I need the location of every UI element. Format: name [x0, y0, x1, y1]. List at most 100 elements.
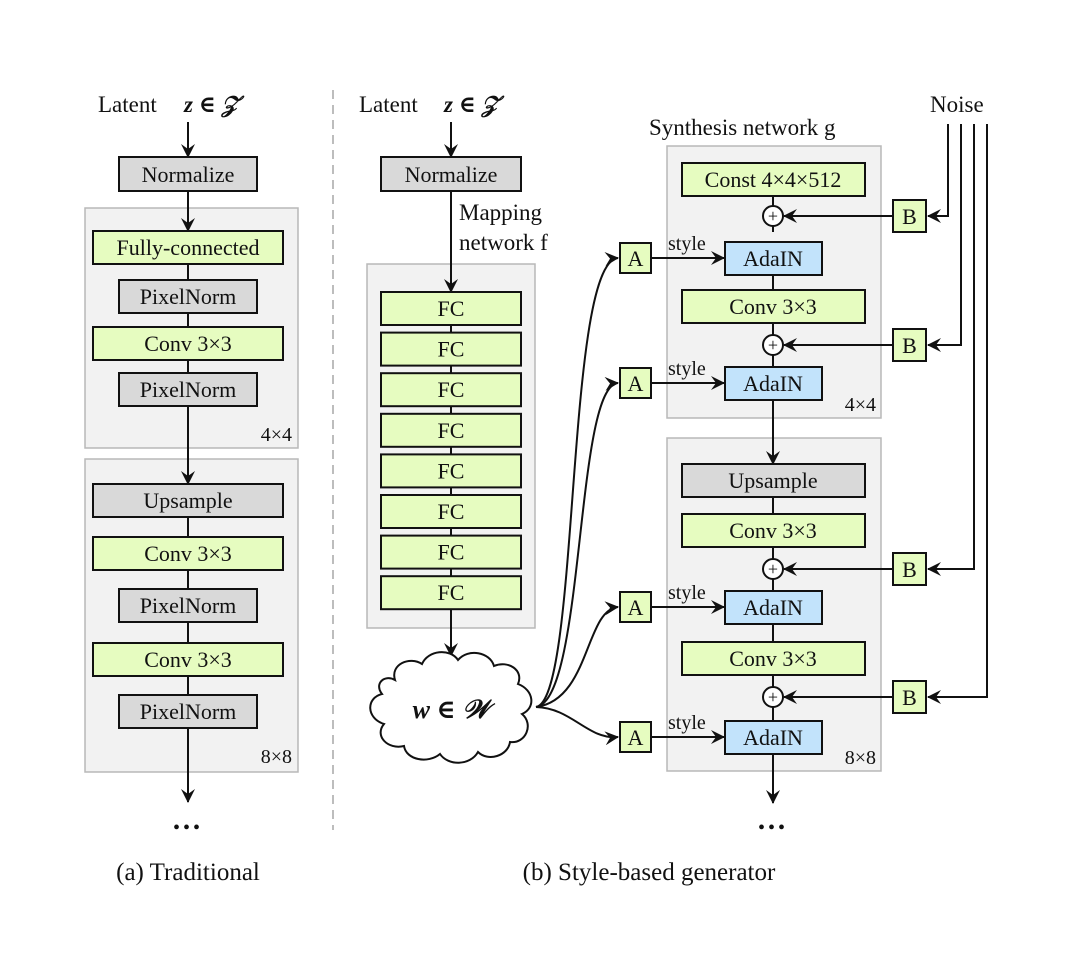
conv-label: Conv 3×3: [729, 294, 817, 319]
style-path-2: [535, 377, 619, 708]
fc-block-label: FC: [438, 296, 465, 321]
trad-block-conv: [92, 326, 284, 361]
noise-add-node: +: [762, 205, 784, 227]
noise-b-label: B: [902, 685, 917, 710]
adain-block: [724, 590, 823, 625]
fc-block-label: FC: [438, 418, 465, 443]
fc-block-label: FC: [438, 337, 465, 362]
noise-label: Noise: [930, 92, 984, 117]
trad-block-pixelnorm: [118, 279, 258, 314]
synthesis-resolution-4x4: 4×4: [845, 394, 876, 416]
trad-block-conv: [92, 642, 284, 677]
synthesis-network-label: Synthesis network g: [649, 115, 836, 140]
upsample-block: [681, 463, 866, 498]
trad-block-conv: [92, 536, 284, 571]
noise-b-box: [892, 328, 927, 362]
trad-block-label: Upsample: [143, 488, 232, 513]
trad-block-label: PixelNorm: [140, 377, 237, 402]
fc-block-label: FC: [438, 499, 465, 524]
noise-broadcasts: B B B B: [783, 124, 988, 714]
trad-block-label: PixelNorm: [140, 284, 237, 309]
w-latent-cloud: [369, 651, 533, 764]
trad-block-label: Fully-connected: [117, 235, 260, 260]
fc-stack: FC FC FC FC FC FC FC FC: [380, 291, 522, 611]
fc-block: [380, 534, 522, 570]
traditional-panel: Latent z ∈ 𝒵 Normalize Fully-connected P…: [84, 92, 299, 886]
fc-block-label: FC: [438, 580, 465, 605]
conv-block: [681, 289, 866, 324]
svg-text:+: +: [768, 206, 778, 226]
trad-latent-math: z ∈ 𝒵: [183, 92, 244, 118]
fc-block-label: FC: [438, 377, 465, 402]
affine-a-label: A: [628, 595, 644, 620]
svg-text:+: +: [768, 559, 778, 579]
conv-label: Conv 3×3: [729, 646, 817, 671]
upsample-label: Upsample: [728, 468, 817, 493]
adain-label: AdaIN: [743, 371, 803, 396]
conv-label: Conv 3×3: [729, 518, 817, 543]
noise-b-label: B: [902, 557, 917, 582]
mapping-network-label-line2: network f: [459, 230, 548, 255]
affine-a-box: [619, 367, 652, 399]
synthesis-resolution-8x8: 8×8: [845, 747, 876, 769]
svg-text:+: +: [768, 335, 778, 355]
trad-latent-label: Latent: [98, 92, 157, 117]
style-latent-label: Latent: [359, 92, 418, 117]
trad-block-label: PixelNorm: [140, 593, 237, 618]
adain-block: [724, 241, 823, 276]
style-latent-math: z ∈ 𝒵: [443, 92, 504, 118]
fc-block-label: FC: [438, 458, 465, 483]
noise-b-box: [892, 199, 927, 233]
fc-block: [380, 453, 522, 489]
fc-block: [380, 412, 522, 448]
noise-b-label: B: [902, 204, 917, 229]
trad-block-fully-connected: [92, 230, 284, 265]
caption-style-based: (b) Style-based generator: [523, 859, 776, 886]
affine-a-label: A: [628, 246, 644, 271]
noise-line: [927, 124, 962, 352]
trad-ellipsis: •••: [173, 817, 203, 839]
affine-a-label: A: [628, 371, 644, 396]
noise-line: [927, 124, 975, 576]
fc-block: [380, 291, 522, 326]
affine-a-box: [619, 591, 652, 623]
style-ellipsis: •••: [758, 817, 788, 839]
noise-add-node: +: [762, 334, 784, 356]
adain-label: AdaIN: [743, 595, 803, 620]
adain-block: [724, 366, 823, 401]
trad-block-upsample: [92, 483, 284, 518]
trad-block-label: Conv 3×3: [144, 541, 232, 566]
fc-block-label: FC: [438, 540, 465, 565]
noise-line: [927, 124, 949, 223]
noise-add-node: +: [762, 558, 784, 580]
trad-resolution-8x8: 8×8: [261, 746, 292, 768]
style-label: style: [668, 233, 706, 255]
style-path-3: [535, 601, 619, 708]
mapping-network-label-line1: Mapping: [459, 200, 543, 225]
trad-block-label: Conv 3×3: [144, 647, 232, 672]
conv-block: [681, 641, 866, 676]
style-label: style: [668, 358, 706, 380]
style-path-4: [535, 706, 619, 746]
trad-resolution-4x4: 4×4: [261, 424, 292, 446]
noise-line: [927, 124, 988, 704]
fc-block: [380, 331, 522, 367]
affine-a-label: A: [628, 725, 644, 750]
caption-traditional: (a) Traditional: [116, 859, 260, 886]
trad-block-pixelnorm: [118, 694, 258, 729]
adain-block: [724, 720, 823, 755]
noise-add-node: +: [762, 686, 784, 708]
trad-block-pixelnorm: [118, 588, 258, 623]
const-input-label: Const 4×4×512: [705, 167, 842, 192]
noise-b-label: B: [902, 333, 917, 358]
conv-block: [681, 513, 866, 548]
style-label: style: [668, 712, 706, 734]
const-input-block: [681, 162, 866, 197]
style-normalize-label: Normalize: [405, 162, 498, 187]
trad-block-label: Conv 3×3: [144, 331, 232, 356]
trad-block-label: PixelNorm: [140, 699, 237, 724]
fc-block: [380, 575, 522, 611]
style-based-panel: Latent z ∈ 𝒵 Normalize Mapping network f…: [359, 92, 988, 886]
